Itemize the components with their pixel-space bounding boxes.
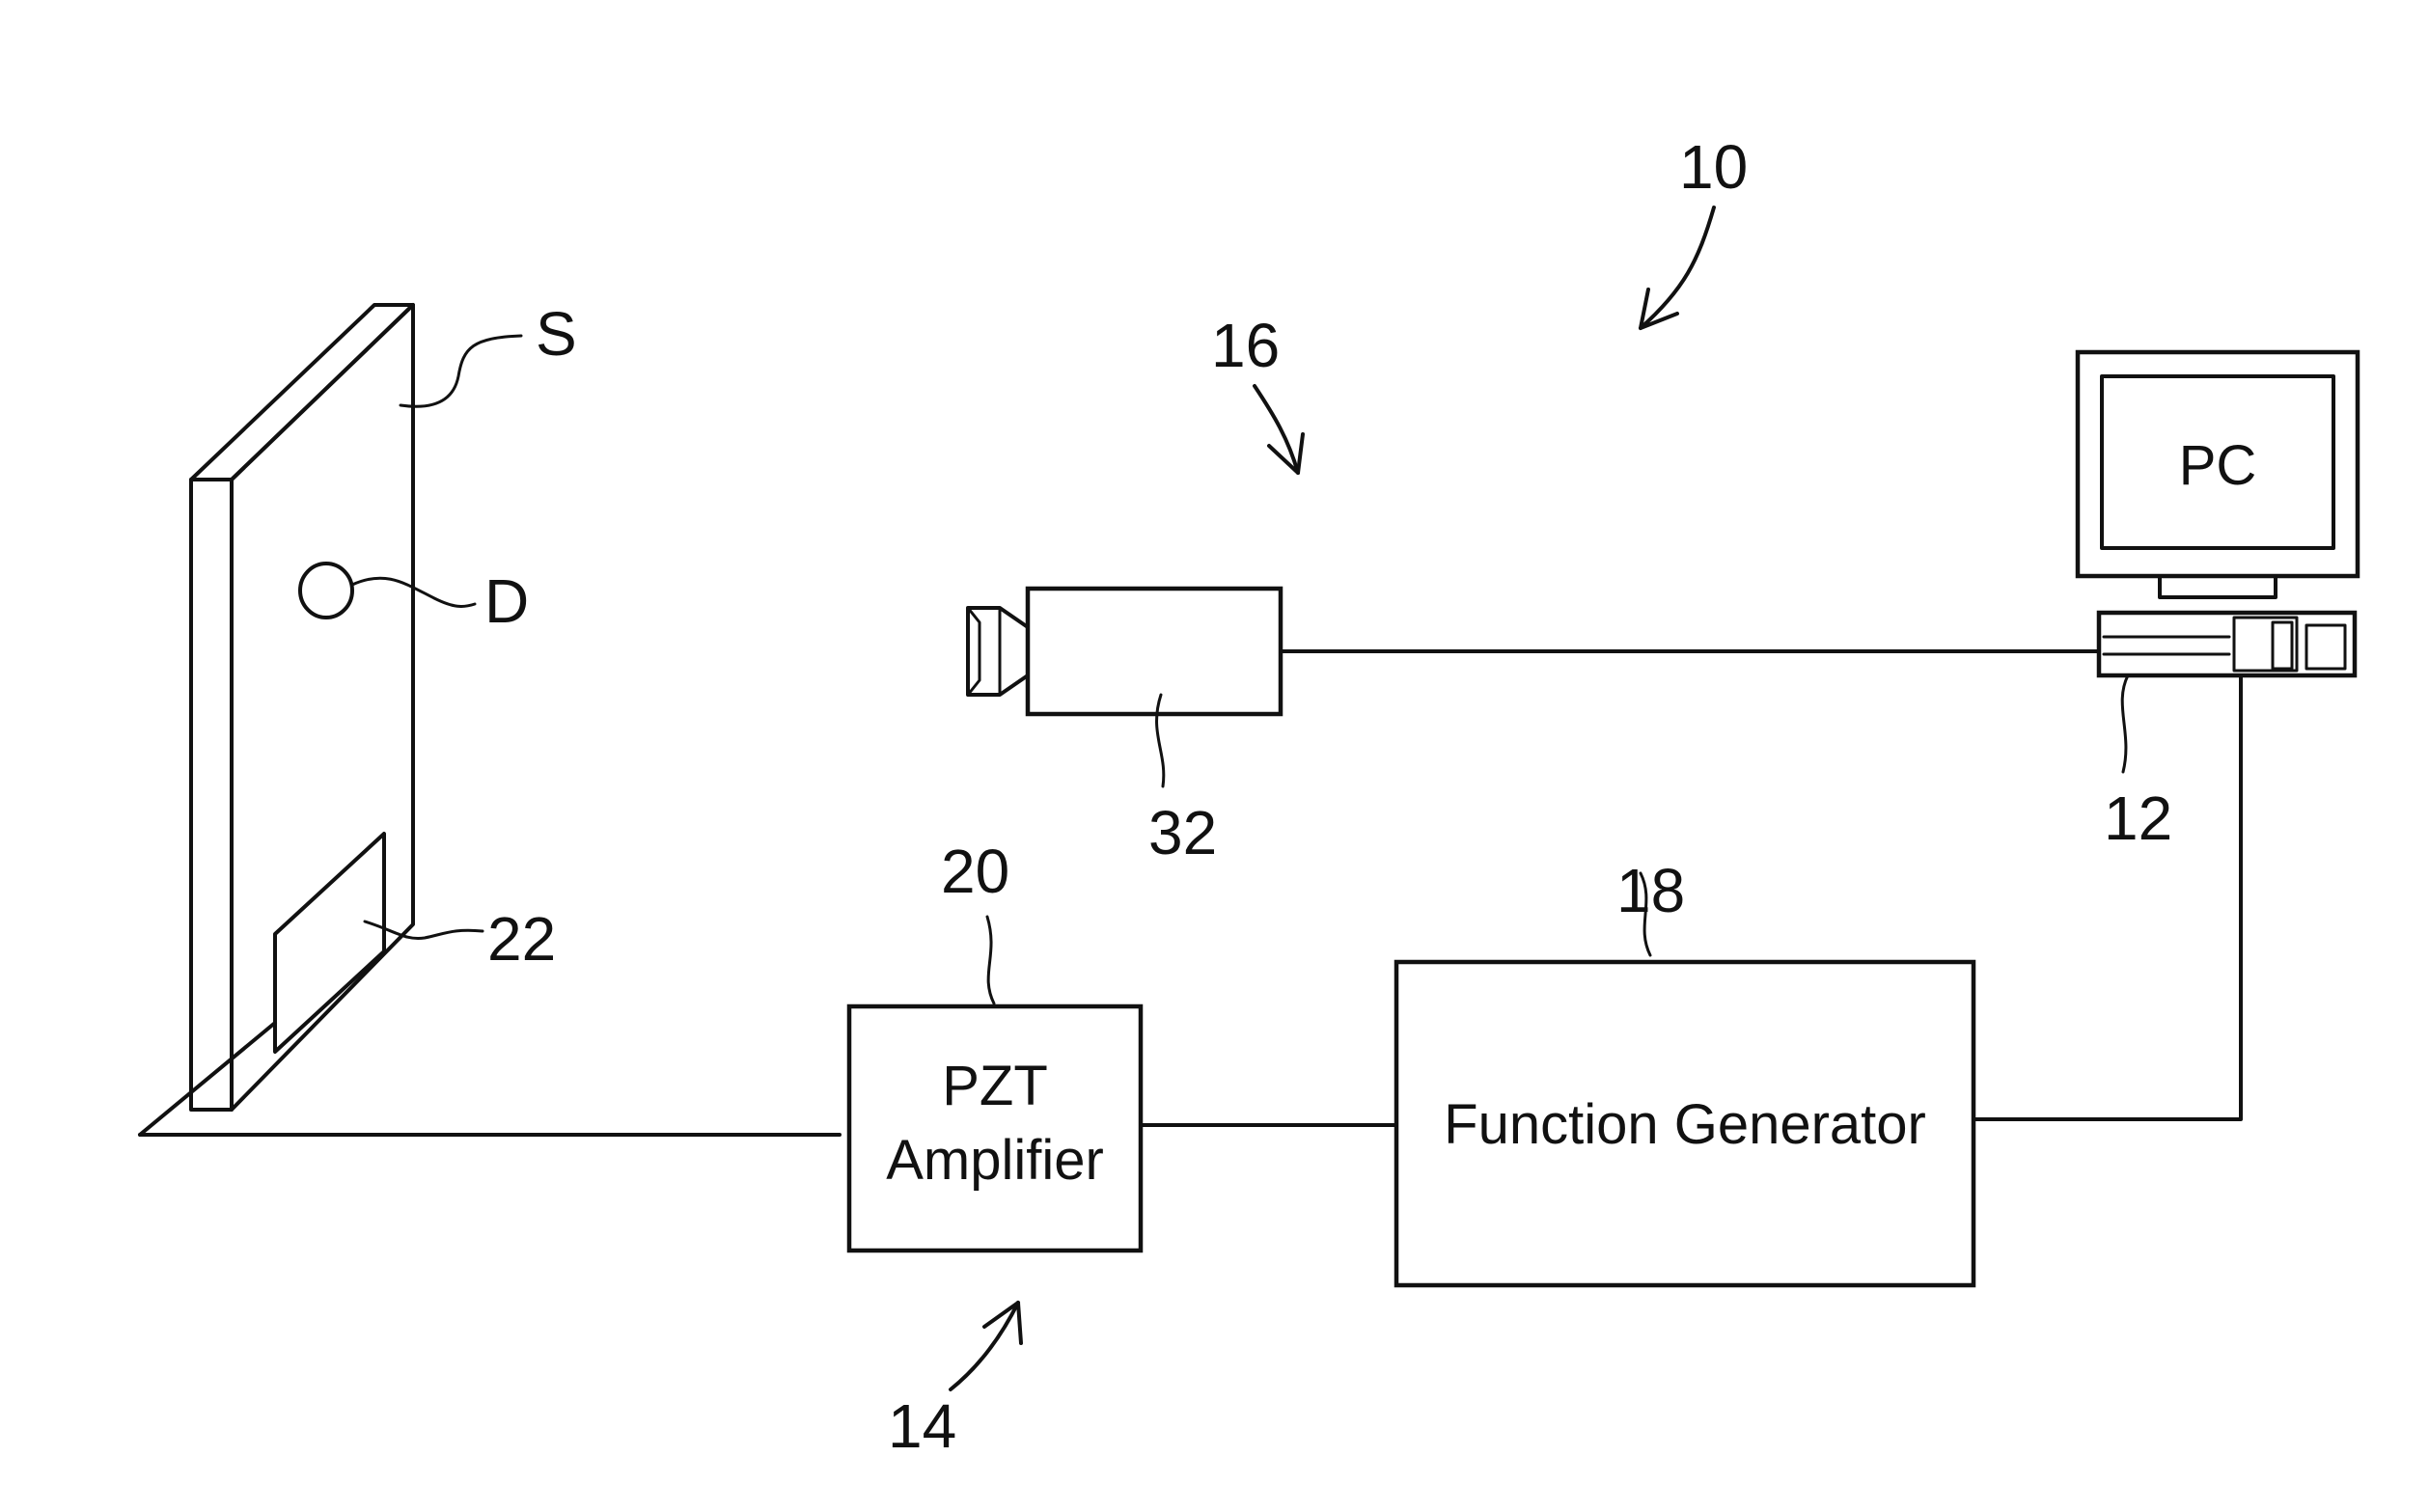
function-generator: [1396, 873, 1974, 1285]
pc-screen-text: PC: [2179, 434, 2257, 497]
pc-computer: [2078, 352, 2358, 772]
transducer-patch: [275, 834, 483, 1052]
ref-transducer-label: 22: [487, 904, 556, 974]
arrow-16: [1255, 386, 1303, 473]
amplifier-text-line1: PZT: [942, 1055, 1048, 1117]
ref-system-label: 10: [1679, 132, 1748, 202]
ref-excitation-label: 14: [888, 1391, 956, 1461]
arrow-10: [1641, 207, 1714, 328]
camera: [968, 589, 1281, 786]
defect: [300, 564, 475, 618]
leader-s: [400, 336, 521, 406]
ref-defect-label: D: [484, 566, 529, 636]
pc-to-generator-cable: [1974, 675, 2241, 1119]
amplifier-text-line2: Amplifier: [886, 1129, 1104, 1192]
ref-pc-unit-label: 12: [2104, 783, 2172, 853]
arrow-14: [951, 1303, 1021, 1389]
ref-amplifier-label: 20: [941, 837, 1009, 906]
ref-function-generator-label: 18: [1616, 856, 1685, 925]
function-generator-text: Function Generator: [1444, 1093, 1926, 1156]
ref-camera-label: 32: [1148, 798, 1217, 867]
ref-camera-system-label: 16: [1211, 311, 1280, 380]
specimen-plate: [140, 305, 840, 1135]
ref-specimen-label: S: [536, 299, 577, 369]
